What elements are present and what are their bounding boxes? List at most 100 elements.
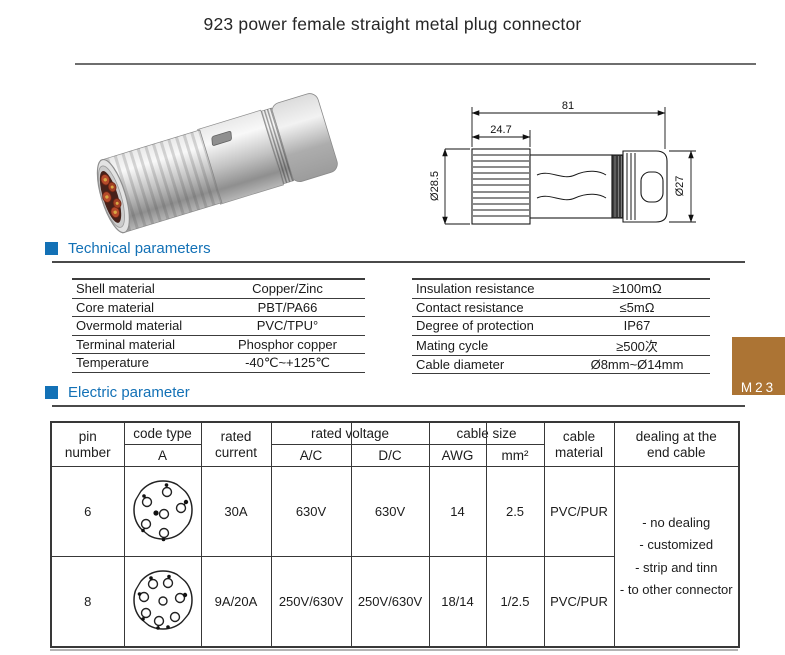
page-bottom-divider	[50, 649, 738, 651]
col-header-rated-current: rated current	[200, 421, 272, 467]
table-row: Temperature -40℃~+125℃	[72, 353, 365, 373]
badge-label: M23	[740, 379, 777, 395]
col-header-mm2: mm²	[485, 444, 545, 467]
m23-series-badge: M23	[732, 337, 785, 395]
page-title: 923 power female straight metal plug con…	[203, 14, 582, 34]
spec-label: Shell material	[72, 279, 210, 299]
col-header-rated-voltage: rated voltage	[270, 421, 430, 445]
spec-value: Copper/Zinc	[210, 279, 365, 299]
table-row: Core material PBT/PA66	[72, 298, 365, 317]
header-line: end cable	[646, 444, 706, 460]
pin-number-cell: 8	[50, 556, 125, 648]
spec-value: -40℃~+125℃	[210, 353, 365, 373]
spec-value: PBT/PA66	[210, 298, 365, 317]
ac-voltage-cell: 630V	[270, 466, 352, 557]
col-header-dealing: dealing at the end cable	[613, 421, 740, 467]
awg-cell: 14	[428, 466, 487, 557]
awg-cell: 18/14	[428, 556, 487, 648]
table-row: Contact resistance ≤5mΩ	[412, 298, 710, 317]
table-row: Cable diameter Ø8mm~Ø14mm	[412, 355, 710, 374]
spec-label: Mating cycle	[412, 335, 564, 356]
spec-value: IP67	[564, 316, 710, 336]
ac-voltage-cell: 250V/630V	[270, 556, 352, 648]
header-line: current	[214, 444, 258, 460]
mm2-cell: 2.5	[485, 466, 545, 557]
brand-mark	[211, 130, 232, 146]
section-header-electric: Electric parameter	[45, 384, 345, 402]
drawing-part-outline	[471, 148, 668, 225]
spec-value: ≥100mΩ	[564, 279, 710, 299]
spec-label: Contact resistance	[412, 298, 564, 317]
spec-value: ≤5mΩ	[564, 298, 710, 317]
terminal-contacts	[100, 174, 122, 218]
column-split-line	[486, 423, 488, 444]
header-line: number	[64, 444, 111, 460]
dimension-labels: 81 24.7 Ø28.5 Ø27	[429, 100, 686, 201]
dim-right-diameter: Ø27	[674, 176, 686, 197]
dimension-lines	[442, 107, 696, 225]
table-row-pin6: 6	[50, 466, 740, 648]
section-title-electric: Electric parameter	[68, 384, 190, 401]
section-divider-technical	[52, 261, 745, 263]
spec-value: Ø8mm~Ø14mm	[564, 355, 710, 374]
dim-left-diameter: Ø28.5	[429, 171, 441, 201]
electric-parameters-table: pin number code type rated current rated…	[50, 421, 741, 648]
header-line: material	[555, 444, 604, 460]
dealing-options: - no dealing - customized - strip and ti…	[613, 466, 740, 648]
spec-label: Cable diameter	[412, 355, 564, 374]
col-header-awg: AWG	[428, 444, 487, 467]
dc-voltage-cell: 250V/630V	[350, 556, 430, 648]
cable-material-cell: PVC/PUR	[543, 556, 615, 648]
dealing-option: - customized	[639, 537, 714, 552]
technical-parameters-table-left: Shell material Copper/Zinc Core material…	[72, 278, 365, 373]
spec-value: PVC/TPU°	[210, 316, 365, 336]
connector-body-photo	[96, 93, 338, 234]
cable-material-cell: PVC/PUR	[543, 466, 615, 557]
col-header-ac: A/C	[270, 444, 352, 467]
spec-label: Core material	[72, 298, 210, 317]
table-row: Mating cycle ≥500次	[412, 335, 710, 356]
dim-overall-length: 81	[562, 100, 574, 112]
code-type-cell	[123, 556, 202, 648]
pin-diagram-8-icon	[130, 570, 193, 630]
col-header-dc: D/C	[350, 444, 430, 467]
terminal-pins	[103, 178, 119, 214]
spec-label: Temperature	[72, 353, 210, 373]
title-divider	[75, 63, 756, 65]
section-divider-electric	[52, 405, 745, 407]
header-line: rated voltage	[310, 425, 390, 441]
spec-value: Phosphor copper	[210, 335, 365, 354]
mm2-cell: 1/2.5	[485, 556, 545, 648]
product-photo	[96, 93, 338, 234]
header-line: pin	[78, 428, 97, 444]
dealing-option: - strip and tinn	[635, 559, 718, 575]
header-line: dealing at the	[635, 428, 717, 444]
dealing-option: - no dealing	[642, 514, 711, 530]
header-row-2: A A/C D/C AWG mm²	[51, 444, 739, 467]
header-row-1: pin number code type rated current rated…	[50, 421, 740, 467]
column-split-line	[350, 423, 353, 444]
table-row-pin8: 8	[50, 556, 739, 648]
col-header-cable-material: cable material	[543, 421, 615, 467]
section-header-technical: Technical parameters	[45, 240, 345, 258]
spec-value: ≥500次	[564, 335, 710, 356]
code-type-cell	[123, 466, 202, 557]
blue-square-icon	[45, 242, 58, 255]
table-row: Terminal material Phosphor copper	[72, 335, 365, 354]
col-header-code-type: code type	[123, 421, 202, 445]
table-row: Degree of protection IP67	[412, 316, 710, 336]
table-row: Insulation resistance ≥100mΩ	[412, 279, 710, 299]
col-header-pin-number: pin number	[50, 421, 125, 467]
col-header-cable-size: cable size	[428, 421, 545, 445]
table-row: Shell material Copper/Zinc	[72, 279, 365, 299]
header-line: cable	[562, 428, 596, 444]
spec-label: Overmold material	[72, 316, 210, 336]
rated-current-cell: 9A/20A	[200, 556, 272, 648]
spec-label: Insulation resistance	[412, 279, 564, 299]
rated-current-cell: 30A	[200, 466, 272, 557]
pin-number-cell: 6	[50, 466, 125, 557]
blue-square-icon	[45, 386, 58, 399]
technical-drawing: 81 24.7 Ø28.5 Ø27	[429, 100, 696, 225]
spec-label: Degree of protection	[412, 316, 564, 336]
